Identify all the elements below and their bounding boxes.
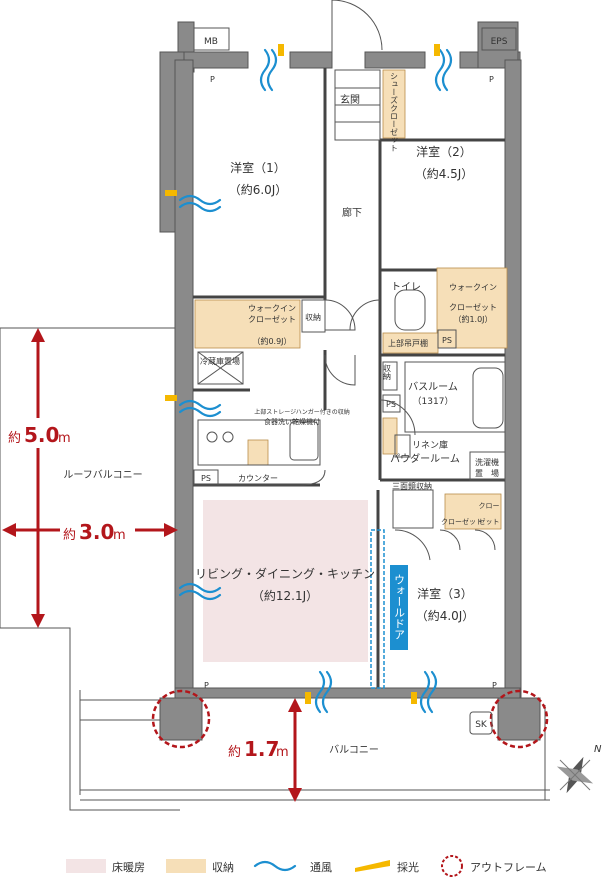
closet3-label-b: ゼット: [479, 517, 500, 526]
entrance-steps: [334, 69, 381, 141]
linen-label: リネン庫: [412, 439, 448, 451]
storage-label-2: 収納: [383, 363, 392, 381]
western1-size: （約6.0J）: [229, 182, 288, 197]
eps-label: EPS: [491, 37, 508, 47]
closet2-label: クローゼット: [248, 314, 296, 324]
western2-name: 洋室（2）: [416, 144, 472, 159]
legend: 床暖房 収納 通風 採光 アウトフレーム: [66, 855, 547, 877]
mirror-label: 三面鏡収納: [392, 481, 432, 491]
walkin1-size: （約1.0J）: [453, 314, 492, 324]
p-marker: P: [489, 75, 494, 84]
roof-depth-value: 5.0: [24, 423, 59, 447]
washer-label: 洗濯機: [475, 457, 499, 467]
storage-label-1: 収納: [305, 312, 321, 322]
mb-box: [193, 27, 230, 51]
outer-walls: [159, 21, 541, 741]
counter: [193, 469, 326, 486]
eps-box: [481, 27, 517, 51]
closet3-label-c: クローゼット: [441, 517, 483, 526]
shoe-closet-label: シューズクローゼット: [390, 72, 399, 152]
storage-areas: [194, 69, 508, 530]
roof-balcony-area: [0, 327, 550, 811]
fixtures: [193, 289, 506, 529]
legend-floor-heating: 床暖房: [112, 860, 145, 874]
balcony-depth-value: 1.7: [244, 737, 279, 761]
entrance-label: 玄関: [340, 93, 360, 106]
walkin1-label: ウォークイン: [449, 283, 497, 292]
roof-width-prefix: 約: [63, 528, 76, 543]
legend-outframe-icon: [441, 855, 463, 877]
balcony-depth-prefix: 約: [228, 745, 241, 760]
walkin2-label: ウォークイン: [248, 304, 296, 313]
outframe-right: [489, 689, 549, 749]
p-marker: P: [210, 75, 215, 84]
toilet-label: トイレ: [391, 282, 421, 293]
upper-shelf-label: 上部吊戸棚: [388, 338, 428, 348]
wall-door-frame: [370, 529, 385, 689]
ventilation-markers: [165, 44, 453, 714]
legend-outframe: アウトフレーム: [470, 861, 547, 874]
roof-depth-prefix: 約: [8, 431, 21, 446]
wall-door-label: ウォールドア: [393, 574, 406, 640]
western3-name: 洋室（3）: [417, 586, 473, 601]
mb-label: MB: [204, 37, 218, 47]
closet3-label-a: クロー: [479, 502, 500, 510]
sk-box: [469, 711, 493, 735]
legend-light: 採光: [397, 860, 419, 874]
ldk-size: （約12.1J）: [252, 588, 318, 603]
balcony-depth-unit: m: [276, 745, 289, 760]
legend-storage: 収納: [212, 861, 234, 874]
legend-wind-icon: [253, 860, 297, 872]
roof-balcony-label: ルーフバルコニー: [63, 469, 142, 481]
powder-label: パウダールーム: [390, 452, 460, 465]
ps-label-1: PS: [442, 336, 452, 345]
wall-door-tag: [390, 565, 408, 650]
legend-storage-swatch: [166, 859, 206, 873]
upper-storage-label: 上部ストレージハンガー付きの収納: [254, 408, 350, 416]
outframe-left: [151, 689, 211, 749]
ps-label-3: PS: [201, 474, 211, 483]
dish-dryer-label: 食器洗い乾燥機付: [264, 417, 320, 426]
north-label: N: [594, 744, 602, 755]
legend-light-icon: [355, 860, 390, 872]
counter-label: カウンター: [238, 474, 278, 483]
legend-floor-heating-swatch: [66, 859, 106, 873]
sk-label: SK: [475, 720, 488, 730]
p-marker: P: [492, 681, 497, 690]
fridge-label: 冷蔵庫置場: [200, 356, 240, 366]
bathroom-size: （1317）: [413, 396, 454, 407]
closet1-label: クローゼット: [449, 302, 497, 312]
western3-size: （約4.0J）: [416, 608, 475, 623]
roof-depth-unit: m: [58, 431, 71, 446]
washer-label-2: 置 場: [475, 468, 499, 478]
balcony-label: バルコニー: [329, 744, 379, 756]
hallway-label: 廊下: [342, 206, 362, 219]
ps-label-2: PS: [386, 400, 396, 409]
walkin2-size: （約0.9J）: [252, 336, 291, 346]
western2-size: （約4.5J）: [415, 166, 474, 181]
p-marker: P: [204, 681, 209, 690]
bathroom-label: バスルーム: [408, 381, 458, 393]
western1-name: 洋室（1）: [230, 160, 286, 175]
entrance-door: [331, 0, 383, 52]
roof-width-value: 3.0: [79, 520, 114, 544]
north-compass: N: [556, 744, 602, 794]
ldk-name: リビング・ダイニング・キッチン: [195, 566, 375, 581]
floor-heating-area: [203, 500, 368, 662]
legend-wind: 通風: [310, 861, 332, 874]
roof-width-unit: m: [113, 528, 126, 543]
